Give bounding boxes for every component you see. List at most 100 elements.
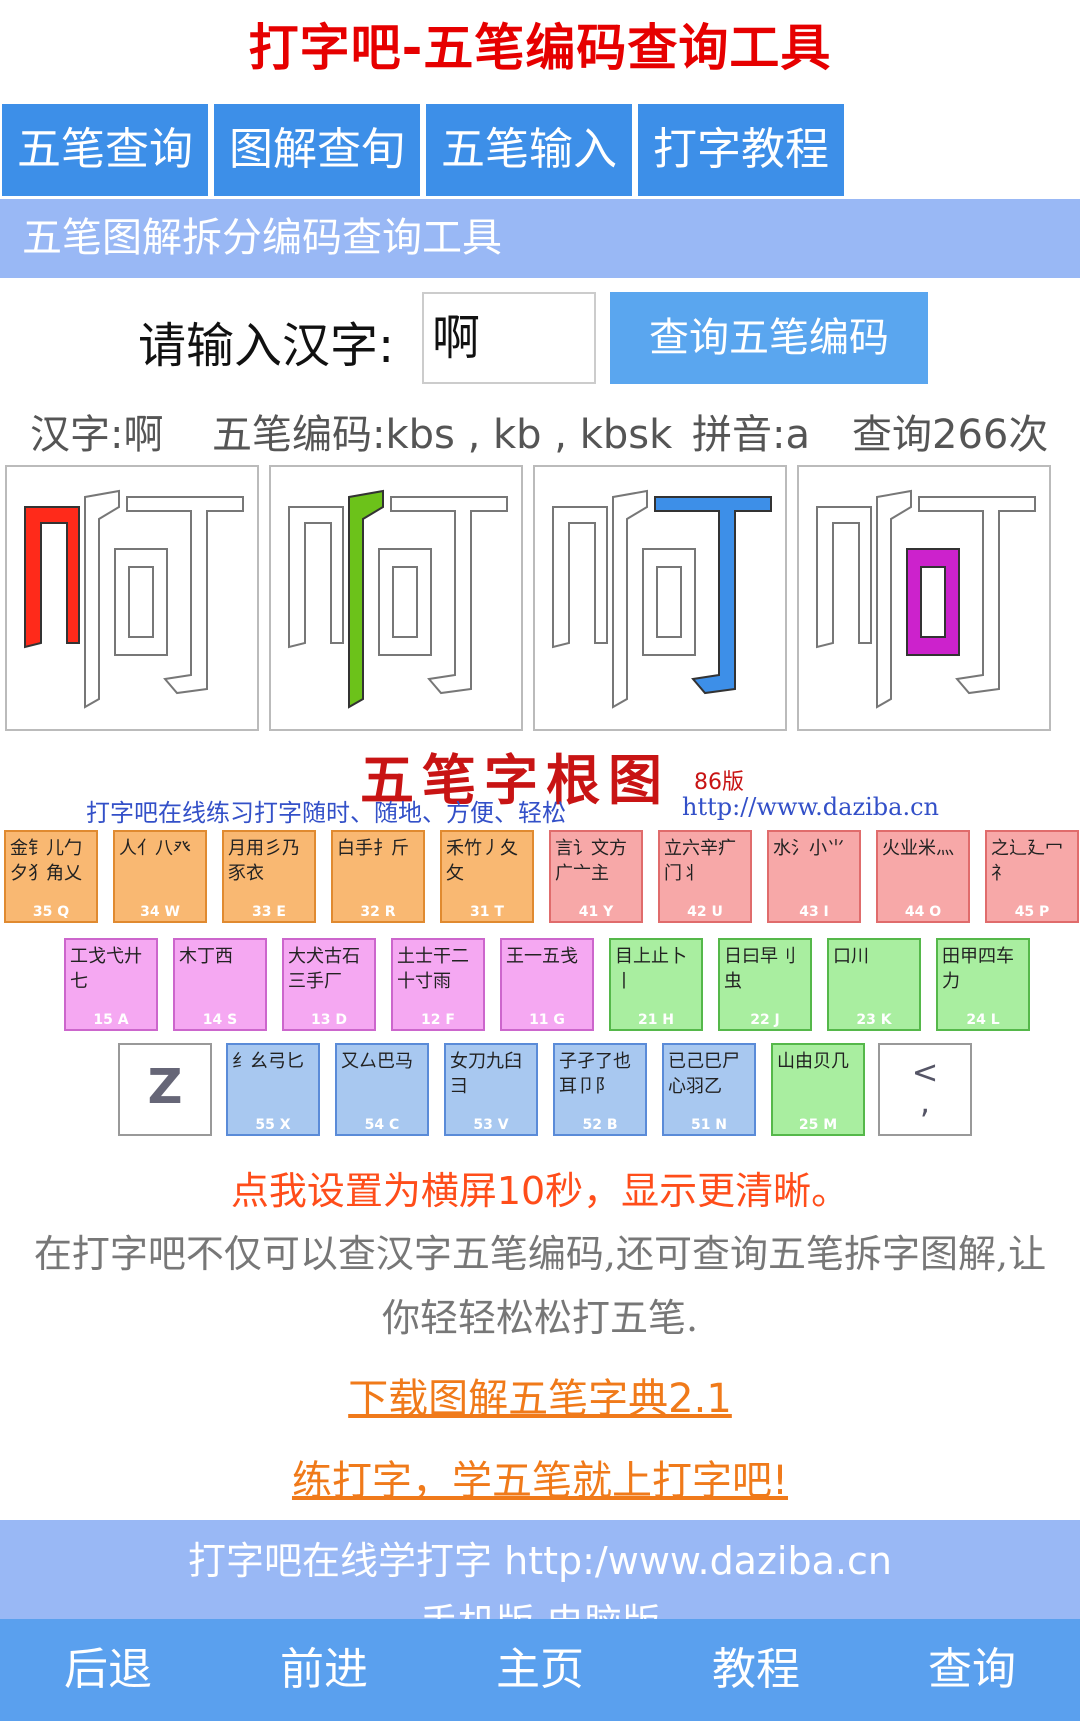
stroke-step-1 <box>5 465 259 731</box>
nav-tutorial[interactable]: 教程 <box>712 1644 800 1695</box>
key-label: 14 S <box>202 1012 238 1028</box>
keyboard-title-text: 五笔字根图 <box>360 748 670 812</box>
section-title: 五笔图解拆分编码查询工具 <box>0 199 1080 278</box>
key-roots: 山由贝几 <box>777 1051 849 1072</box>
stroke-step-4 <box>797 465 1051 731</box>
key-roots: 人亻八癶 <box>119 838 191 859</box>
key-label: 51 N <box>690 1117 728 1133</box>
result-count: 查询266次 <box>852 412 1049 458</box>
footer-site[interactable]: 打字吧在线学打字 http:/www.daziba.cn <box>188 1539 892 1583</box>
key-label: 52 B <box>582 1117 618 1133</box>
stroke-highlight <box>906 548 960 656</box>
result-pinyin: 拼音:a <box>692 412 810 458</box>
key-g[interactable]: 王一五戋 11 G <box>500 938 594 1031</box>
result-hanzi: 汉字:啊 <box>30 412 164 458</box>
query-button[interactable]: 查询五笔编码 <box>610 292 928 384</box>
practice-link[interactable]: 练打字，学五笔就上打字吧! <box>291 1458 789 1504</box>
landscape-notice[interactable]: 点我设置为横屏10秒，显示更清晰。 <box>230 1169 850 1213</box>
key-label: 42 U <box>687 904 723 920</box>
key-t[interactable]: 禾竹丿夂攵 31 T <box>440 830 534 923</box>
key-comma-top: < <box>911 1053 939 1091</box>
key-i[interactable]: 水氵小⺌ 43 I <box>767 830 861 923</box>
key-label: 21 H <box>637 1012 675 1028</box>
key-label: 15 A <box>93 1012 129 1028</box>
key-k[interactable]: 口川 23 K <box>827 938 921 1031</box>
key-w[interactable]: 人亻八癶 34 W <box>113 830 207 923</box>
key-h[interactable]: 目上止卜丨 21 H <box>609 938 703 1031</box>
nav-back[interactable]: 后退 <box>64 1644 152 1695</box>
keyboard-edition: 86版 <box>694 770 744 795</box>
nav-forward[interactable]: 前进 <box>280 1644 368 1695</box>
key-roots: 立六辛疒门丬 <box>664 838 736 884</box>
key-label: 41 Y <box>578 904 614 920</box>
tab-wubi-query[interactable]: 五笔查询 <box>2 104 208 196</box>
bottom-nav: 后退 前进 主页 教程 查询 <box>0 1619 1080 1721</box>
stroke-step-2 <box>269 465 523 731</box>
query-form: 请输入汉字: 啊 查询五笔编码 <box>0 292 1080 386</box>
keyboard-site: http://www.daziba.cn <box>682 793 939 821</box>
key-label: 25 M <box>798 1117 838 1133</box>
key-label: 23 K <box>856 1012 892 1028</box>
key-label: 11 G <box>529 1012 565 1028</box>
key-label: 35 Q <box>32 904 70 920</box>
query-label: 请输入汉字: <box>138 318 395 374</box>
key-q[interactable]: 金钅儿勹夕犭角乂 35 Q <box>4 830 98 923</box>
key-r[interactable]: 白手扌斤 32 R <box>331 830 425 923</box>
key-roots: 王一五戋 <box>506 946 578 967</box>
footer: 打字吧在线学打字 http:/www.daziba.cn 手机版 电脑版 <box>0 1520 1080 1630</box>
tab-wubi-input[interactable]: 五笔输入 <box>426 104 632 196</box>
key-b[interactable]: 子孑了也耳卩阝 52 B <box>553 1043 647 1136</box>
stroke-highlight <box>654 496 772 695</box>
tab-diagram-query[interactable]: 图解查旬 <box>214 104 420 196</box>
download-link[interactable]: 下载图解五笔字典2.1 <box>348 1376 732 1422</box>
key-y[interactable]: 言讠文方广亠主 41 Y <box>549 830 643 923</box>
key-roots: 土士干二十寸雨 <box>397 946 469 992</box>
key-comma-bottom: , <box>919 1083 931 1121</box>
key-roots: 金钅儿勹夕犭角乂 <box>10 838 82 884</box>
key-z[interactable]: Z <box>118 1043 212 1136</box>
key-roots: 田甲四车力 <box>942 946 1014 992</box>
key-roots: 白手扌斤 <box>337 838 409 859</box>
key-roots: 口川 <box>833 946 869 967</box>
key-roots: 日曰早刂虫 <box>724 946 796 992</box>
result-info: 汉字:啊 五笔编码:kbs , kb , kbsk 拼音:a 查询266次 <box>0 402 1080 458</box>
hanzi-input[interactable]: 啊 <box>422 292 596 384</box>
key-comma[interactable]: <, <box>878 1043 972 1136</box>
key-roots: 目上止卜丨 <box>615 946 687 992</box>
tab-typing-tutorial[interactable]: 打字教程 <box>638 104 844 196</box>
key-roots: 已己巳尸心羽乙 <box>668 1051 740 1097</box>
key-u[interactable]: 立六辛疒门丬 42 U <box>658 830 752 923</box>
key-label: 43 I <box>799 904 829 920</box>
nav-query[interactable]: 查询 <box>928 1644 1016 1695</box>
result-code: 五笔编码:kbs , kb , kbsk <box>212 412 673 458</box>
nav-home[interactable]: 主页 <box>496 1644 584 1695</box>
key-roots: 纟幺弓匕 <box>232 1051 304 1072</box>
key-n[interactable]: 已己巳尸心羽乙 51 N <box>662 1043 756 1136</box>
key-roots: 大犬古石三手厂 <box>288 946 360 992</box>
key-label: 31 T <box>470 904 504 920</box>
key-label: 55 X <box>255 1117 291 1133</box>
key-roots: 子孑了也耳卩阝 <box>559 1051 631 1097</box>
key-label: 54 C <box>364 1117 400 1133</box>
key-roots: 禾竹丿夂攵 <box>446 838 518 884</box>
key-label: 53 V <box>473 1117 509 1133</box>
stroke-highlight <box>24 506 80 649</box>
key-label: 34 W <box>140 904 180 920</box>
key-roots: 水氵小⺌ <box>773 838 845 859</box>
key-x[interactable]: 纟幺弓匕 55 X <box>226 1043 320 1136</box>
key-label: 44 O <box>904 904 942 920</box>
key-m[interactable]: 山由贝几 25 M <box>771 1043 865 1136</box>
key-roots: 言讠文方广亠主 <box>555 838 627 884</box>
key-label: 32 R <box>360 904 396 920</box>
